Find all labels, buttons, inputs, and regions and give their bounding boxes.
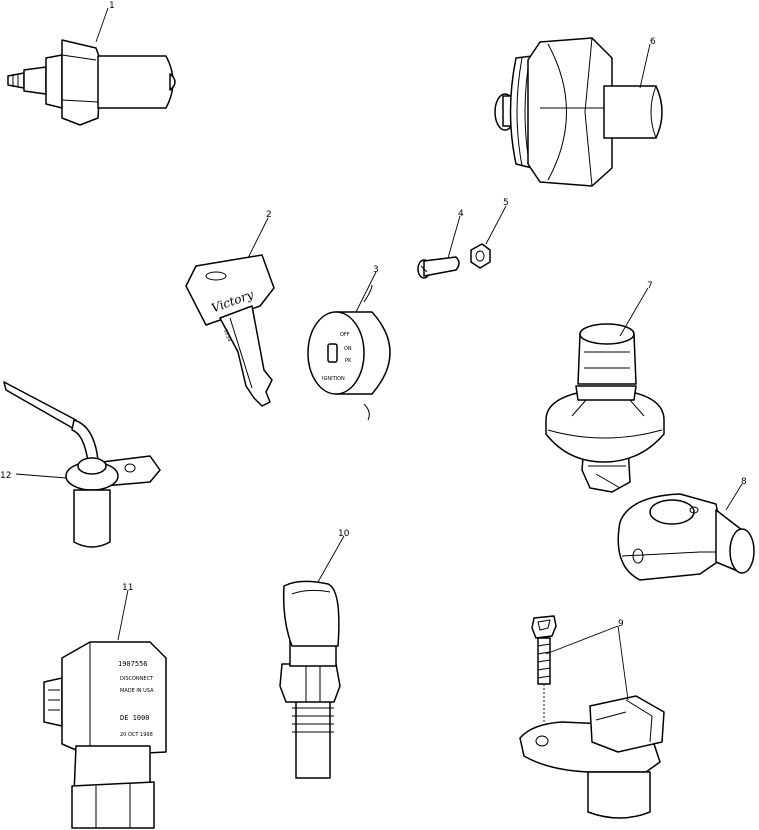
callout-7: 7 <box>647 281 653 291</box>
callout-9: 9 <box>618 619 624 629</box>
part-11-map-sensor: 1907556 DISCONNECT MADE IN USA DE 1000 2… <box>43 641 167 829</box>
sensor11-line-3: DE 1000 <box>120 714 150 722</box>
part-7-sensor <box>545 323 665 493</box>
callout-2: 2 <box>266 210 272 220</box>
sensor11-line-4: 20 OCT 1998 <box>120 732 153 738</box>
callout-labels: 1 2 3 4 5 6 7 8 9 10 11 12 <box>0 1 747 629</box>
callout-5: 5 <box>503 198 509 208</box>
part-6-knock-sensor <box>494 37 663 187</box>
switch-off-label: OFF <box>340 332 350 338</box>
part-8-tps-sensor <box>617 493 755 581</box>
part-1-pressure-sensor <box>7 39 176 126</box>
callout-1: 1 <box>109 1 115 11</box>
callout-12: 12 <box>0 471 11 481</box>
part-3-ignition-switch: OFF ON PK IGNITION <box>307 284 391 421</box>
part-9-cam-sensor <box>519 615 665 819</box>
leader-lines <box>15 7 743 722</box>
switch-on-label: ON <box>344 346 352 352</box>
part-12-wired-sensor <box>3 381 161 548</box>
callout-3: 3 <box>373 265 379 275</box>
switch-ignition-label: IGNITION <box>322 376 345 382</box>
sensor11-line-2: MADE IN USA <box>120 688 154 694</box>
part-2-key: Victory 1234 <box>185 254 275 407</box>
callout-6: 6 <box>650 37 656 47</box>
sensor11-part-number: 1907556 <box>118 660 148 668</box>
callout-8: 8 <box>741 477 747 487</box>
key-number-text: 1234 <box>222 329 232 343</box>
part-10-temp-sensor <box>279 580 341 779</box>
part-5-nut <box>470 243 491 269</box>
callout-10: 10 <box>338 529 350 539</box>
switch-pk-label: PK <box>345 358 352 364</box>
part-4-screw <box>417 256 460 279</box>
callout-4: 4 <box>458 209 464 219</box>
sensor11-line-1: DISCONNECT <box>120 676 154 682</box>
callout-11: 11 <box>122 583 133 593</box>
